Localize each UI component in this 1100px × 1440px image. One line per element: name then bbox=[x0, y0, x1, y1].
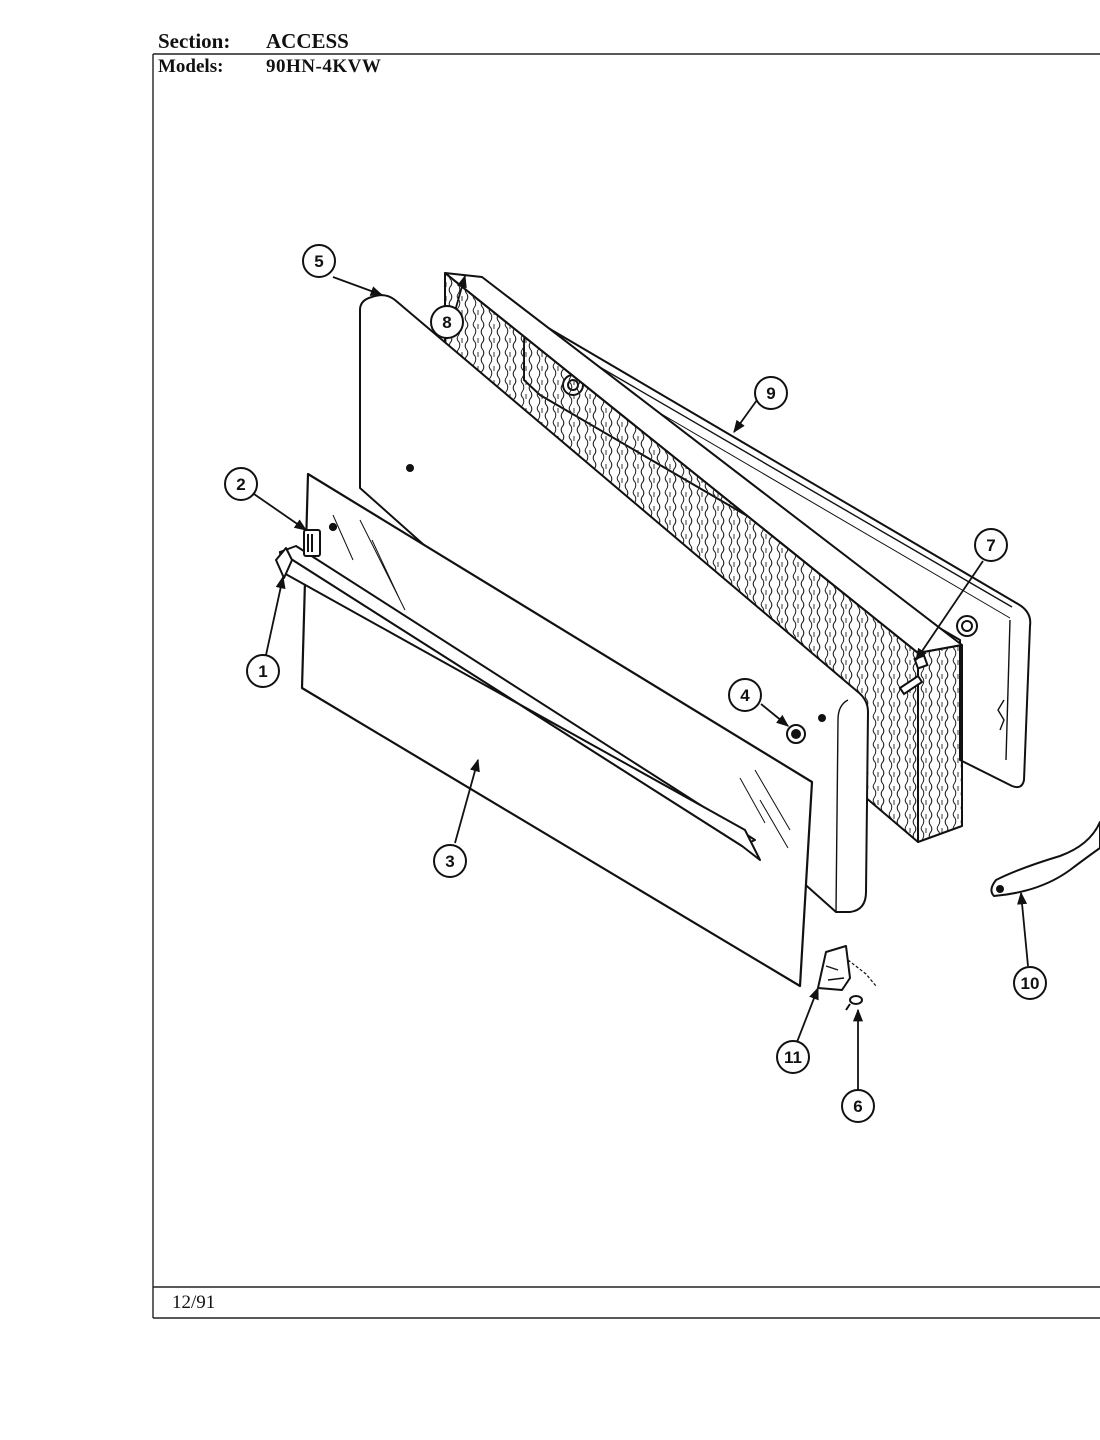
callout-7: 7 bbox=[974, 528, 1008, 562]
callout-6: 6 bbox=[841, 1089, 875, 1123]
svg-text:9: 9 bbox=[766, 384, 775, 403]
leader-2 bbox=[253, 493, 308, 531]
svg-text:11: 11 bbox=[784, 1048, 802, 1067]
handle-bar bbox=[275, 545, 761, 861]
page-frame bbox=[152, 53, 1100, 1319]
section-row: Section: ACCESS bbox=[158, 29, 349, 54]
revision-date: 12/91 bbox=[172, 1292, 216, 1313]
models-label: Models: bbox=[158, 56, 224, 77]
svg-text:3: 3 bbox=[445, 852, 454, 871]
leader-5 bbox=[332, 276, 384, 296]
svg-text:10: 10 bbox=[1021, 974, 1040, 993]
models-value: 90HN-4KVW bbox=[266, 56, 382, 77]
leader-3 bbox=[454, 758, 480, 844]
hinge-clip bbox=[817, 945, 877, 991]
callout-4: 4 bbox=[728, 678, 762, 712]
svg-text:7: 7 bbox=[986, 536, 995, 555]
models-row: Models: 90HN-4KVW bbox=[158, 56, 381, 78]
leader-9 bbox=[733, 399, 758, 434]
leader-lines bbox=[253, 274, 1029, 1090]
callout-10: 10 bbox=[1013, 966, 1047, 1000]
hinge-arm bbox=[990, 821, 1100, 897]
leader-11 bbox=[796, 986, 819, 1043]
svg-text:5: 5 bbox=[314, 252, 323, 271]
section-label: Section: bbox=[158, 29, 231, 53]
svg-text:6: 6 bbox=[853, 1097, 862, 1116]
callout-11: 11 bbox=[776, 1040, 810, 1074]
section-value: ACCESS bbox=[266, 29, 349, 53]
callout-1: 1 bbox=[246, 654, 280, 688]
leader-4 bbox=[760, 703, 789, 727]
svg-text:1: 1 bbox=[258, 662, 267, 681]
leader-10 bbox=[1017, 891, 1029, 967]
svg-text:8: 8 bbox=[442, 313, 451, 332]
grommet bbox=[786, 724, 806, 744]
callout-5: 5 bbox=[302, 244, 336, 278]
callout-9: 9 bbox=[754, 376, 788, 410]
leader-1 bbox=[265, 575, 286, 656]
glass-panel bbox=[300, 472, 814, 988]
handle-bracket bbox=[303, 529, 321, 557]
callout-2: 2 bbox=[224, 467, 258, 501]
svg-text:2: 2 bbox=[236, 475, 245, 494]
svg-text:4: 4 bbox=[740, 686, 750, 705]
callout-8: 8 bbox=[430, 305, 464, 339]
callout-3: 3 bbox=[433, 844, 467, 878]
leader-7 bbox=[915, 560, 984, 662]
screw-part-6 bbox=[845, 995, 863, 1011]
